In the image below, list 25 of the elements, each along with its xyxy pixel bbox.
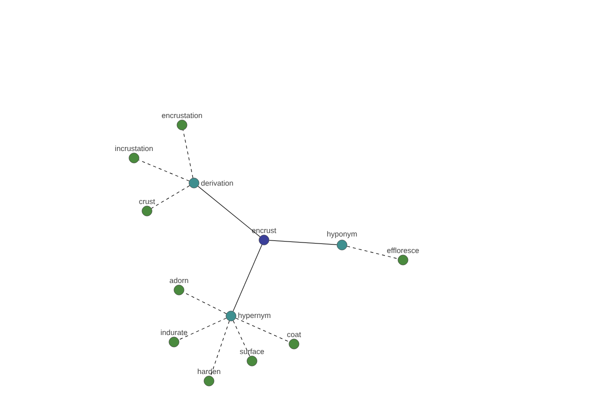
graph-node [226,310,270,322]
dashed-line [346,246,398,260]
connector-line [198,186,260,238]
dashed-line [232,320,250,357]
dashed-line [138,160,190,182]
graph-node [240,348,264,366]
connector-line [232,244,262,312]
dashed-line [235,318,290,342]
graph-node [252,228,276,246]
dashed-line [183,292,227,314]
dashed-line [182,130,194,178]
graph-node [287,332,302,350]
graph-node [139,199,156,216]
dashed-line [210,320,230,376]
graph-node [198,368,220,386]
connector-line [268,240,338,245]
graph-node [387,248,419,266]
graph-node [188,178,233,188]
graph-node [115,146,153,164]
dashed-line [151,185,190,209]
graph-node [162,112,202,130]
dashed-line [178,318,227,340]
graph-node [170,278,188,296]
graph-node [160,330,188,348]
graph-node [327,231,357,250]
